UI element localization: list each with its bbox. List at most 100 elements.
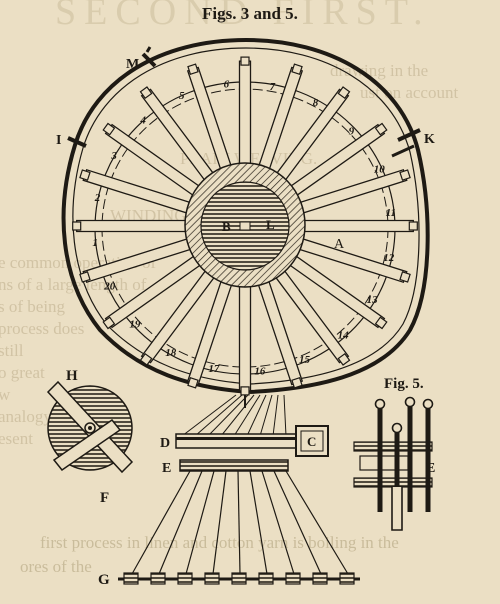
bobbin [285,572,301,585]
spoke-label: 12 [383,252,395,264]
fig5-title: Fig. 5. [384,376,424,392]
yarn-threads [131,394,349,575]
spoke-tip [102,316,116,330]
spoke-tip [102,122,116,136]
spoke-label: 11 [386,207,396,219]
ghost-line: ores of the [20,557,92,576]
label-m: M [126,57,139,72]
yarn-thread-lower [158,470,203,575]
fig5-pin-head [404,396,416,408]
peg-k: K [391,128,435,158]
bobbin [231,572,247,585]
yarn-thread-lower [273,470,322,575]
ghost-line: analogy [0,407,52,426]
spoke-tip [374,316,388,330]
yarn-thread-upper [283,394,287,437]
yarn-thread-lower [131,470,191,575]
yarn-thread-upper [220,394,255,437]
yarn-thread-lower [261,470,295,575]
spoke [76,219,200,233]
spoke-tip [408,221,418,231]
spoke-tip [240,56,250,66]
spoke-tip [72,221,82,231]
bobbin [150,572,166,585]
yarn-thread-upper [272,394,279,437]
spoke-label: 2 [94,192,101,204]
spoke-label: 5 [179,90,185,102]
label-g: G [98,572,110,588]
spoke-label: 16 [254,366,266,378]
spoke-label: 8 [313,97,319,109]
label-i: I [56,133,61,148]
crank-wheel: H F [46,368,134,506]
spoke-label: 1 [92,237,98,249]
fig5-stem [391,487,403,531]
fig5-label-e: E [426,461,435,476]
spoke [238,60,252,181]
yarn-thread-lower [212,470,227,575]
yarn-thread-upper [259,394,273,437]
peg-i: I [56,133,87,148]
spoke-label: 14 [338,329,350,341]
spoke-label: 9 [349,125,355,137]
guide-bar-e: E [162,459,289,476]
spoke-tip [187,377,199,389]
yarn-thread-upper [194,394,243,437]
spoke-tip [139,86,153,100]
spoke-tip [399,271,411,283]
bobbin [204,572,220,585]
spoke-label: 4 [139,115,146,127]
yarn-thread-lower [285,470,349,575]
yarn-thread-lower [237,470,241,575]
fig5-pin-head [422,398,434,410]
yarn-thread-lower [249,470,268,575]
spokes [72,56,418,396]
label-a: A [334,237,345,252]
label-c: C [307,434,316,449]
ghost-line: s of being [0,297,66,316]
spoke-label: 17 [208,363,220,375]
label-h: H [66,368,78,384]
spoke-tip [374,122,388,136]
guide-bar-d: D [160,433,297,451]
fig5: Fig. 5. E [353,376,435,531]
ghost-line: still [0,341,24,360]
spoke-label: 15 [299,354,311,366]
figure-title: Figs. 3 and 5. [202,4,298,23]
bobbin [123,572,139,585]
hub [184,162,306,288]
label-d: D [160,436,170,451]
spoke-tip [240,386,250,396]
yarn-thread-upper [233,394,261,437]
spoke-label: 7 [270,81,276,93]
bobbin [339,572,355,585]
yarn-thread-upper [246,394,267,437]
label-f: F [100,490,109,506]
bobbin [312,572,328,585]
spoke-label: 13 [367,294,379,306]
yarn-thread-upper [181,394,237,437]
label-e: E [162,461,171,476]
reel-rim [61,38,430,408]
bobbin [177,572,193,585]
running-head: SECOND FIRST. [55,0,431,33]
fig5-pin-head [374,398,386,410]
spoke-tip [291,63,303,75]
spoke-tip [337,86,351,100]
spoke-tip [139,352,153,366]
bobbin-row-g: G [98,572,360,588]
yarn-thread-upper [207,394,249,437]
fig5-pin-head [391,422,403,434]
spoke-label: 6 [224,78,230,90]
ghost-line: esent [0,429,33,448]
spoke-tip [291,377,303,389]
spoke-tip [337,352,351,366]
spoke-label: 10 [374,163,386,175]
spoke [238,271,252,392]
label-l: L [266,217,275,232]
ghost-line: ust on account [360,83,459,102]
label-b: B [222,219,231,234]
spoke-label: 20 [103,281,116,293]
